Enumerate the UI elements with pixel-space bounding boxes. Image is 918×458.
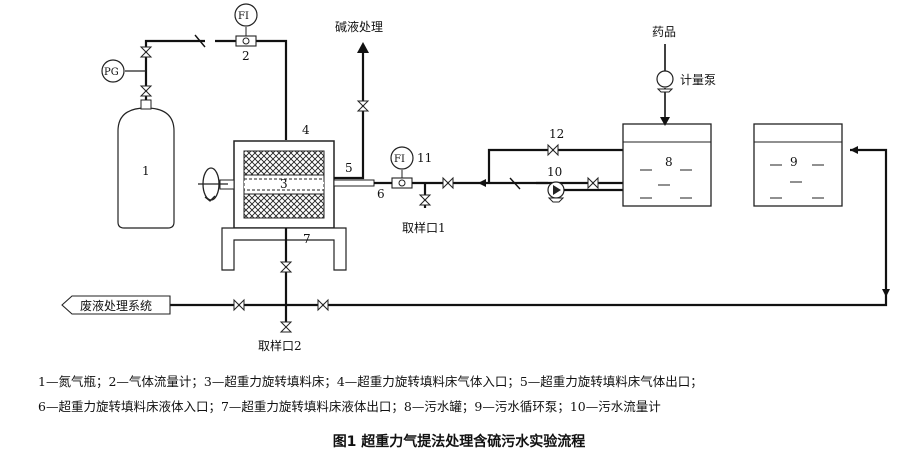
gas-outlet-pipe: [334, 47, 365, 180]
valve-waste: [233, 298, 245, 312]
fi-label-liquid: FI: [394, 154, 405, 165]
label-11: 11: [417, 151, 432, 165]
label-7: 7: [303, 232, 311, 246]
arrow-up-icon: [357, 42, 369, 53]
valve-cylinder-upper: [139, 46, 153, 58]
waste-system-label: 废液处理系统: [80, 298, 152, 313]
valve-liquid-outlet: [279, 261, 293, 273]
label-10: 10: [547, 165, 562, 179]
check-valve-liquid: [509, 177, 521, 190]
arrow-down-icon: [660, 117, 670, 126]
figure-caption: 图1 超重力气提法处理含硫污水实验流程: [332, 434, 586, 450]
label-4: 4: [302, 123, 310, 137]
valve-bypass-12: [547, 143, 559, 157]
valve-sample-1: [418, 194, 432, 206]
arrow-left-icon-return: [850, 146, 858, 154]
sample-port-1-label: 取样口1: [402, 220, 446, 235]
fi-label-top: FI: [238, 11, 249, 22]
liquid-inlet-nozzle: [333, 179, 375, 187]
valve-cylinder-lower: [139, 85, 153, 97]
waste-treatment-system: [61, 295, 171, 315]
arrow-down-icon-return: [882, 289, 890, 297]
metering-pump-label: 计量泵: [680, 73, 716, 87]
legend-line-1: 1—氮气瓶；2—气体流量计；3—超重力旋转填料床；4—超重力旋转填料床气体入口；…: [38, 374, 703, 389]
pressure-gauge: [101, 59, 146, 83]
label-6: 6: [377, 187, 385, 201]
label-2: 2: [242, 49, 250, 63]
alkali-treatment-label: 碱液处理: [335, 19, 383, 34]
valve-gas-outlet: [356, 100, 370, 112]
valve-feed: [442, 176, 454, 190]
label-5: 5: [345, 161, 353, 175]
process-flow-diagram: 1 PG FI 2: [61, 3, 890, 353]
legend-line-2: 6—超重力旋转填料床液体入口；7—超重力旋转填料床液体出口；8—污水罐；9—污水…: [38, 399, 661, 414]
valve-pump-outlet: [587, 176, 599, 190]
gas-flowmeter: [234, 3, 258, 47]
metering-pump-icon: [656, 70, 674, 93]
check-valve-gas: [194, 34, 215, 48]
label-8: 8: [665, 155, 673, 169]
nitrogen-cylinder: [117, 99, 175, 229]
pg-label: PG: [104, 67, 119, 78]
chemicals-label: 药品: [652, 25, 676, 39]
rotating-packed-bed: [219, 140, 347, 271]
valve-return: [317, 298, 329, 312]
label-12: 12: [549, 127, 564, 141]
liquid-outlet-pipe: [170, 228, 288, 322]
valve-sample-2: [279, 321, 293, 333]
label-9: 9: [790, 155, 798, 169]
circulation-tank: [753, 123, 843, 207]
liquid-flowmeter: [390, 146, 414, 189]
rotation-arrow-icon: [198, 167, 228, 202]
label-1: 1: [142, 164, 150, 178]
sample-port-2-label: 取样口2: [258, 338, 302, 353]
arrow-left-icon: [478, 179, 486, 187]
return-pipe: [286, 148, 888, 307]
pump-line: [536, 181, 623, 192]
sewage-tank: [622, 123, 712, 207]
sewage-pump: [547, 181, 565, 203]
label-3: 3: [280, 177, 288, 191]
